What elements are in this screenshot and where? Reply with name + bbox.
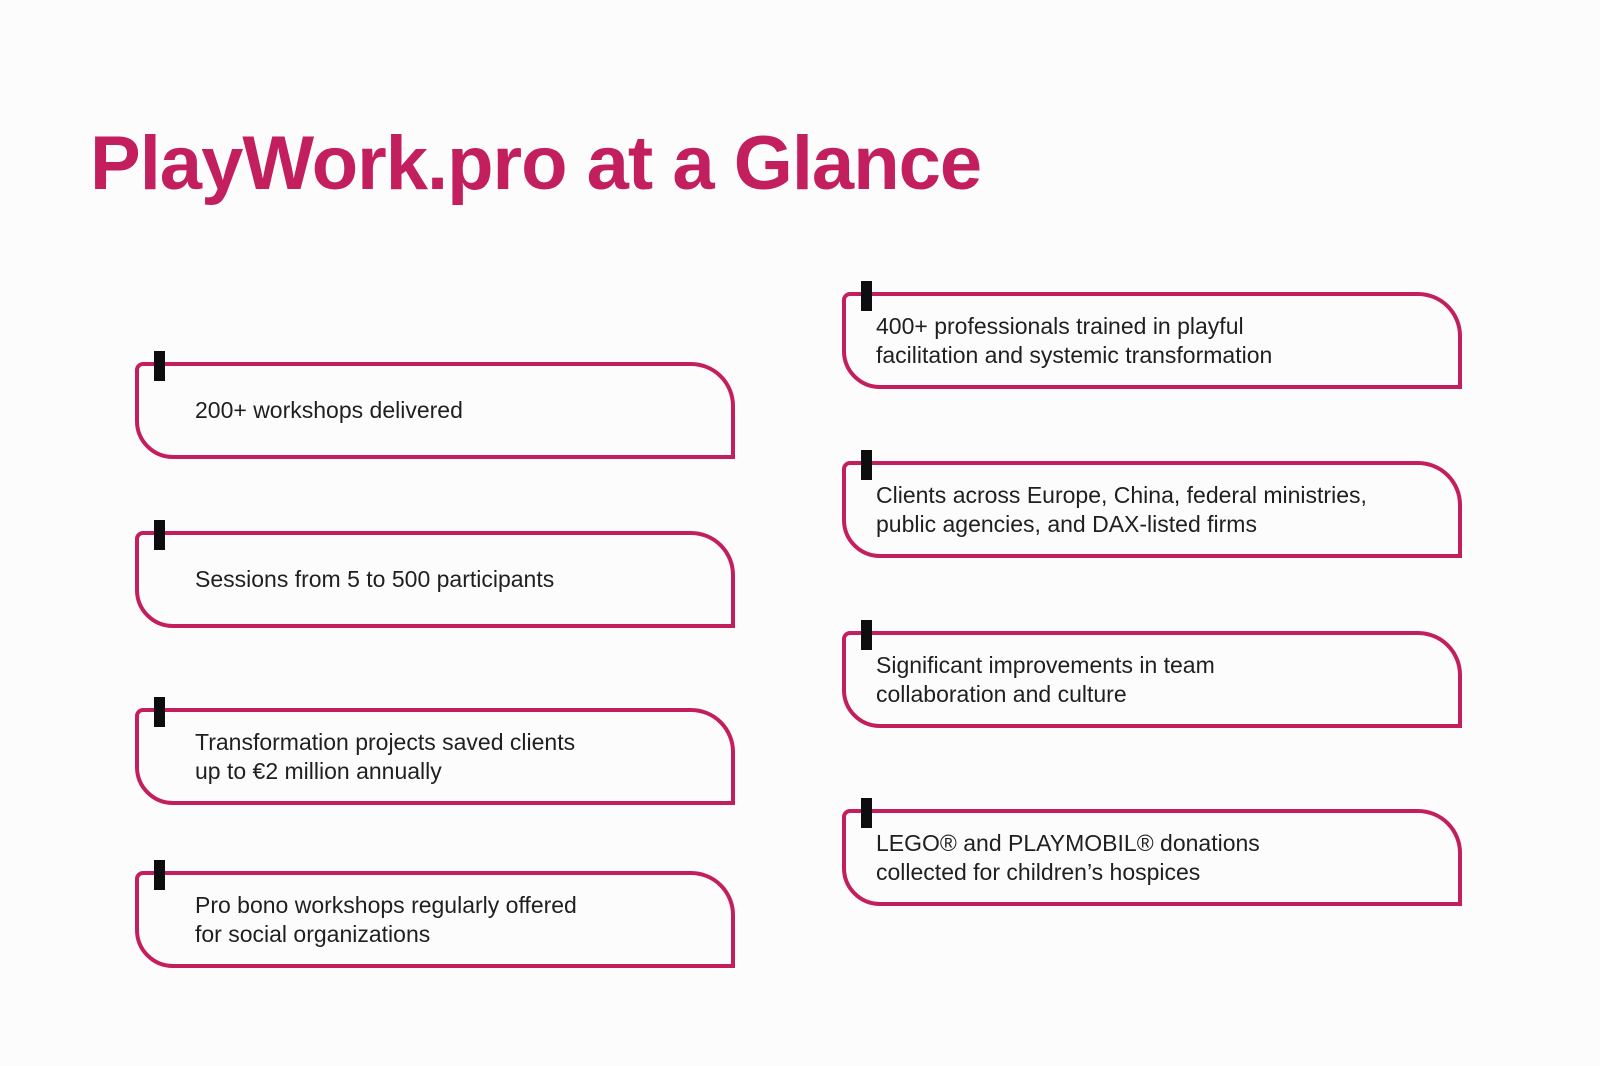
stat-card: 200+ workshops delivered xyxy=(135,351,735,459)
bookmark-tick-icon xyxy=(154,351,165,381)
stat-card-text: LEGO® and PLAYMOBIL® donations collected… xyxy=(876,829,1260,885)
stat-card: Transformation projects saved clients up… xyxy=(135,697,735,805)
stat-card: Significant improvements in team collabo… xyxy=(842,620,1462,728)
page-title: PlayWork.pro at a Glance xyxy=(90,121,982,206)
stat-card-text: Transformation projects saved clients up… xyxy=(195,728,576,784)
stat-card: LEGO® and PLAYMOBIL® donations collected… xyxy=(842,798,1462,906)
bookmark-tick-icon xyxy=(861,798,872,828)
stat-card-text: 400+ professionals trained in playful fa… xyxy=(876,312,1273,368)
bookmark-tick-icon xyxy=(861,281,872,311)
stat-card-text: Significant improvements in team collabo… xyxy=(876,651,1215,707)
stat-card: Pro bono workshops regularly offered for… xyxy=(135,860,735,968)
bookmark-tick-icon xyxy=(861,620,872,650)
stat-card-text: 200+ workshops delivered xyxy=(195,397,463,423)
stat-card: Clients across Europe, China, federal mi… xyxy=(842,450,1462,558)
stat-card-text: Sessions from 5 to 500 participants xyxy=(195,566,555,592)
stat-card: 400+ professionals trained in playful fa… xyxy=(842,281,1462,389)
stat-card: Sessions from 5 to 500 participants xyxy=(135,520,735,628)
bookmark-tick-icon xyxy=(154,520,165,550)
bookmark-tick-icon xyxy=(861,450,872,480)
bookmark-tick-icon xyxy=(154,697,165,727)
stat-card-text: Pro bono workshops regularly offered for… xyxy=(195,891,577,947)
bookmark-tick-icon xyxy=(154,860,165,890)
stat-card-text: Clients across Europe, China, federal mi… xyxy=(876,481,1367,537)
